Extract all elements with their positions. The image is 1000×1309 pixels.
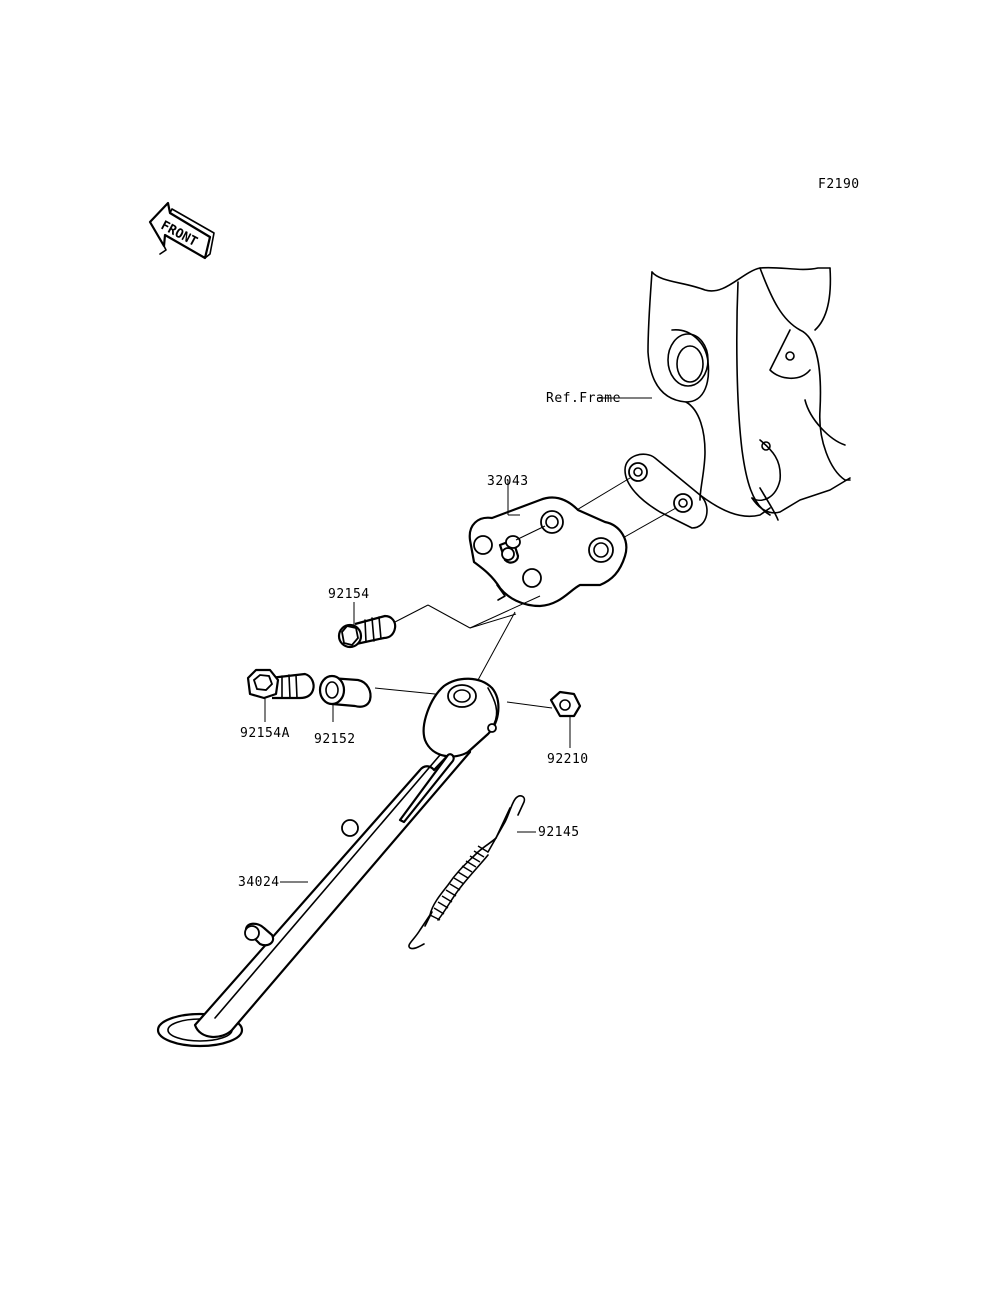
nut-92210	[506, 690, 582, 748]
bolt-92154	[337, 602, 397, 649]
label-side-stand: 34024	[238, 875, 280, 890]
bolt-92154a	[246, 668, 315, 722]
label-bolt-upper: 92154	[328, 587, 370, 602]
front-arrow-icon: FRONT	[148, 201, 215, 260]
collar-92152	[318, 674, 456, 722]
diagram-code: F2190	[818, 177, 860, 192]
label-bracket: 32043	[487, 474, 529, 489]
frame-reference	[597, 266, 851, 529]
label-nut: 92210	[547, 752, 589, 767]
bracket-32043	[468, 480, 628, 608]
label-bolt-lower: 92154A	[240, 726, 290, 741]
spring-92145	[408, 795, 536, 950]
label-spring: 92145	[538, 825, 580, 840]
side-stand-34024	[156, 677, 500, 1048]
label-ref-frame: Ref.Frame	[546, 391, 621, 406]
label-collar: 92152	[314, 732, 356, 747]
